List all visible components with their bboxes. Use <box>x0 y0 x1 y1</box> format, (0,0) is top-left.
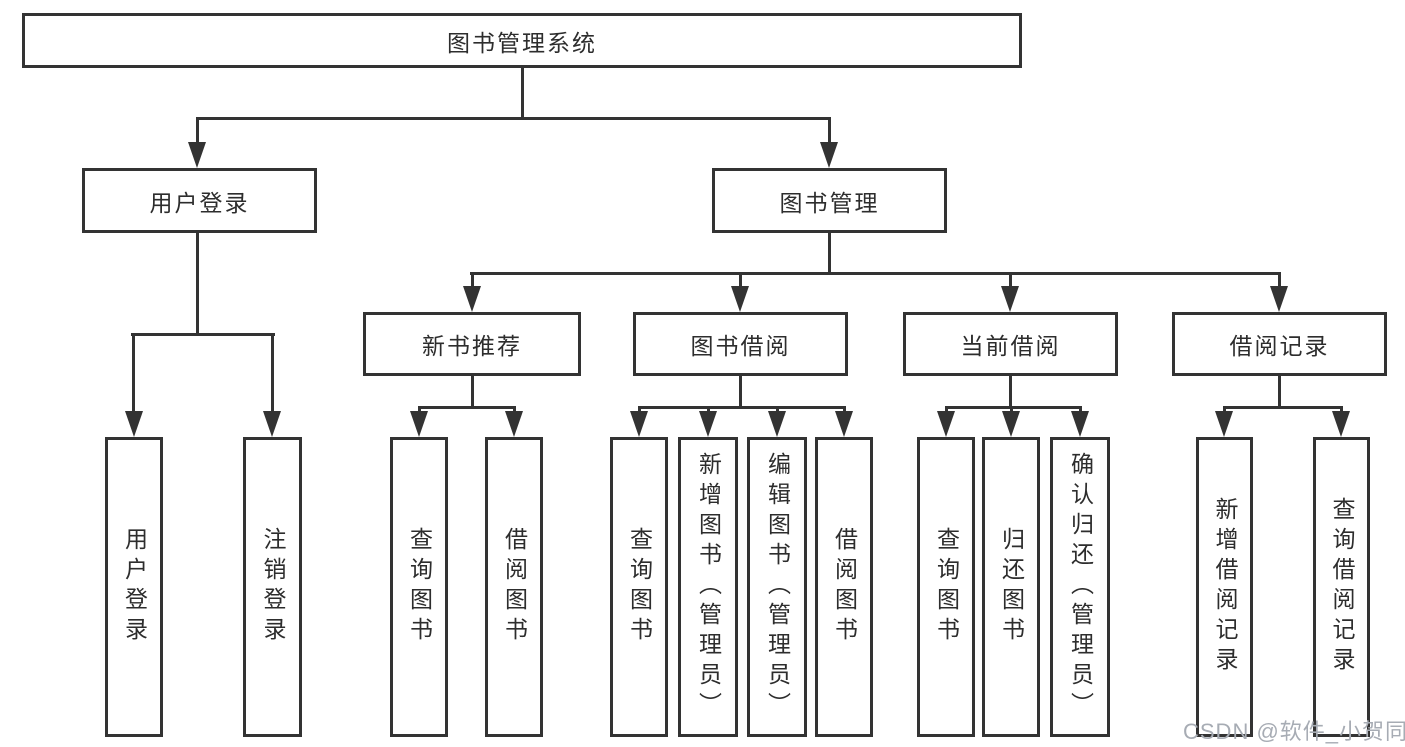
connector-line <box>739 272 742 292</box>
leaf-confirm-return-admin: 确认归还（管理员） <box>1050 437 1110 737</box>
arrow-down-icon <box>263 411 281 437</box>
arrow-down-icon <box>630 411 648 437</box>
csdn-watermark: CSDN @软件_小贺同学 <box>1183 719 1405 744</box>
leaf-edit-book-admin: 编辑图书（管理员） <box>747 437 807 737</box>
arrow-down-icon <box>1215 411 1233 437</box>
connector-line <box>471 272 474 292</box>
leaf-user-login: 用户登录 <box>105 437 163 737</box>
leaf-logout: 注销登录 <box>243 437 302 737</box>
node-book-management: 图书管理 <box>712 168 947 233</box>
connector-line <box>470 272 1281 275</box>
connector-line <box>196 117 199 145</box>
leaf-borrow-books: 借阅图书 <box>485 437 543 737</box>
arrow-down-icon <box>937 411 955 437</box>
connector-line <box>131 333 275 336</box>
connector-line <box>132 333 135 413</box>
connector-line <box>1009 272 1012 292</box>
connector-line <box>471 376 474 408</box>
arrow-down-icon <box>835 411 853 437</box>
arrow-down-icon <box>125 411 143 437</box>
arrow-down-icon <box>1270 286 1288 312</box>
arrow-down-icon <box>463 286 481 312</box>
leaf-query-books: 查询图书 <box>610 437 668 737</box>
arrow-down-icon <box>1002 411 1020 437</box>
arrow-down-icon <box>505 411 523 437</box>
connector-line <box>739 376 742 408</box>
node-user-login: 用户登录 <box>82 168 317 233</box>
leaf-query-borrow-record: 查询借阅记录 <box>1313 437 1370 737</box>
arrow-down-icon <box>699 411 717 437</box>
node-new-book-recommend: 新书推荐 <box>363 312 581 376</box>
leaf-query-books: 查询图书 <box>917 437 975 737</box>
connector-line <box>196 117 831 120</box>
leaf-return-books: 归还图书 <box>982 437 1040 737</box>
leaf-query-books: 查询图书 <box>390 437 448 737</box>
connector-line <box>1278 376 1281 408</box>
arrow-down-icon <box>188 142 206 168</box>
connector-line <box>828 233 831 275</box>
arrow-down-icon <box>1001 286 1019 312</box>
connector-line <box>418 406 515 409</box>
connector-line <box>828 117 831 145</box>
node-library-system: 图书管理系统 <box>22 13 1022 68</box>
connector-line <box>271 333 274 413</box>
leaf-add-book-admin: 新增图书（管理员） <box>678 437 738 737</box>
arrow-down-icon <box>768 411 786 437</box>
connector-line <box>1223 406 1343 409</box>
connector-line <box>1278 272 1281 292</box>
arrow-down-icon <box>731 286 749 312</box>
connector-line <box>638 406 846 409</box>
arrow-down-icon <box>410 411 428 437</box>
arrow-down-icon <box>1332 411 1350 437</box>
arrow-down-icon <box>820 142 838 168</box>
leaf-borrow-books: 借阅图书 <box>815 437 873 737</box>
leaf-add-borrow-record: 新增借阅记录 <box>1196 437 1253 737</box>
node-current-borrowing: 当前借阅 <box>903 312 1118 376</box>
connector-line <box>1009 376 1012 408</box>
connector-line <box>521 68 524 118</box>
node-borrowing-records: 借阅记录 <box>1172 312 1387 376</box>
arrow-down-icon <box>1071 411 1089 437</box>
connector-line <box>196 233 199 334</box>
node-book-borrowing: 图书借阅 <box>633 312 848 376</box>
connector-line <box>945 406 1081 409</box>
